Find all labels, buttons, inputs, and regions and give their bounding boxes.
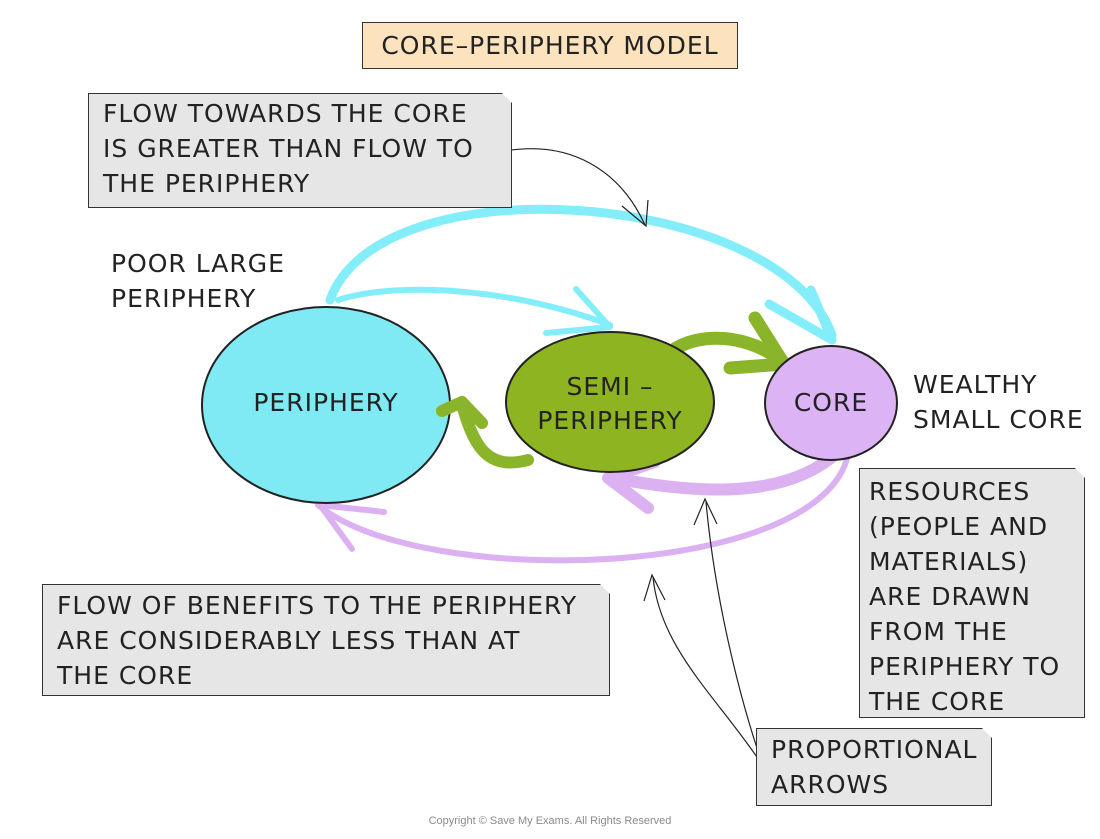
label-line: PERIPHERY [111, 284, 257, 313]
flow-note-connector-head [621, 199, 649, 228]
proportional-arrows-note: PROPORTIONAL ARROWS [756, 727, 993, 806]
proportional-connector-benefits-head [643, 573, 666, 602]
flow-semi-periphery-to-periphery-arrowhead [436, 396, 488, 429]
flow-periphery-to-semi-periphery-arrowhead [543, 286, 613, 336]
copyright-notice: Copyright © Save My Exams. All Rights Re… [428, 815, 672, 827]
note-line: FROM THE [869, 617, 1008, 646]
note-line: ARE CONSIDERABLY LESS THAN AT [57, 626, 521, 655]
diagram-title: CORE–PERIPHERY MODEL [362, 22, 738, 69]
note-line: MATERIALS) [869, 547, 1029, 576]
proportional-connector-resources-head [693, 497, 718, 526]
large-flow-periphery-to-core-arrow [325, 204, 837, 340]
note-line: (PEOPLE AND [869, 512, 1049, 541]
periphery-node-label: PERIPHERY [253, 388, 399, 417]
core-node-label: CORE [793, 388, 869, 417]
wealthy-small-core-label: WEALTHY SMALL CORE [913, 367, 1084, 437]
flow-periphery-to-semi-periphery-arrow [335, 286, 613, 328]
benefit-flow-core-to-semi-periphery-arrow [606, 446, 844, 496]
note-line: PROPORTIONAL [771, 735, 978, 764]
note-line: ARE DRAWN [869, 582, 1031, 611]
large-flow-arrowhead [764, 285, 837, 345]
resources-note: RESOURCES (PEOPLE AND MATERIALS) ARE DRA… [859, 467, 1086, 718]
label-line: POOR LARGE [111, 249, 285, 278]
core-circle [764, 345, 898, 461]
note-line: ARROWS [771, 770, 890, 799]
label-line: SEMI – [566, 372, 654, 401]
benefits-flow-note: FLOW OF BENEFITS TO THE PERIPHERY ARE CO… [42, 583, 611, 696]
note-line: IS GREATER THAN FLOW TO [103, 134, 474, 163]
label-line: WEALTHY [913, 370, 1038, 399]
note-line: THE CORE [869, 687, 1006, 716]
note-line: FLOW OF BENEFITS TO THE PERIPHERY [57, 591, 578, 620]
label-line: PERIPHERY [537, 406, 683, 435]
benefit-flow-core-to-periphery-arrowhead [317, 502, 387, 552]
flow-note-connector [504, 148, 646, 226]
flow-semi-periphery-to-periphery-arrow [457, 402, 534, 469]
flow-towards-core-note: FLOW TOWARDS THE CORE IS GREATER THAN FL… [88, 92, 513, 208]
proportional-connector-resources [705, 501, 764, 767]
label-line: SMALL CORE [913, 405, 1084, 434]
note-line: RESOURCES [869, 477, 1031, 506]
proportional-connector-benefits [652, 576, 764, 767]
note-line: FLOW TOWARDS THE CORE [103, 99, 468, 128]
semi-periphery-circle [505, 331, 715, 473]
note-line: THE CORE [57, 661, 194, 690]
benefit-flow-core-to-periphery-arrow [315, 452, 851, 564]
semi-periphery-node-label: SEMI – PERIPHERY [505, 370, 715, 438]
note-line: PERIPHERY TO [869, 652, 1061, 681]
note-line: THE PERIPHERY [103, 169, 311, 198]
poor-large-periphery-label: POOR LARGE PERIPHERY [111, 246, 285, 316]
